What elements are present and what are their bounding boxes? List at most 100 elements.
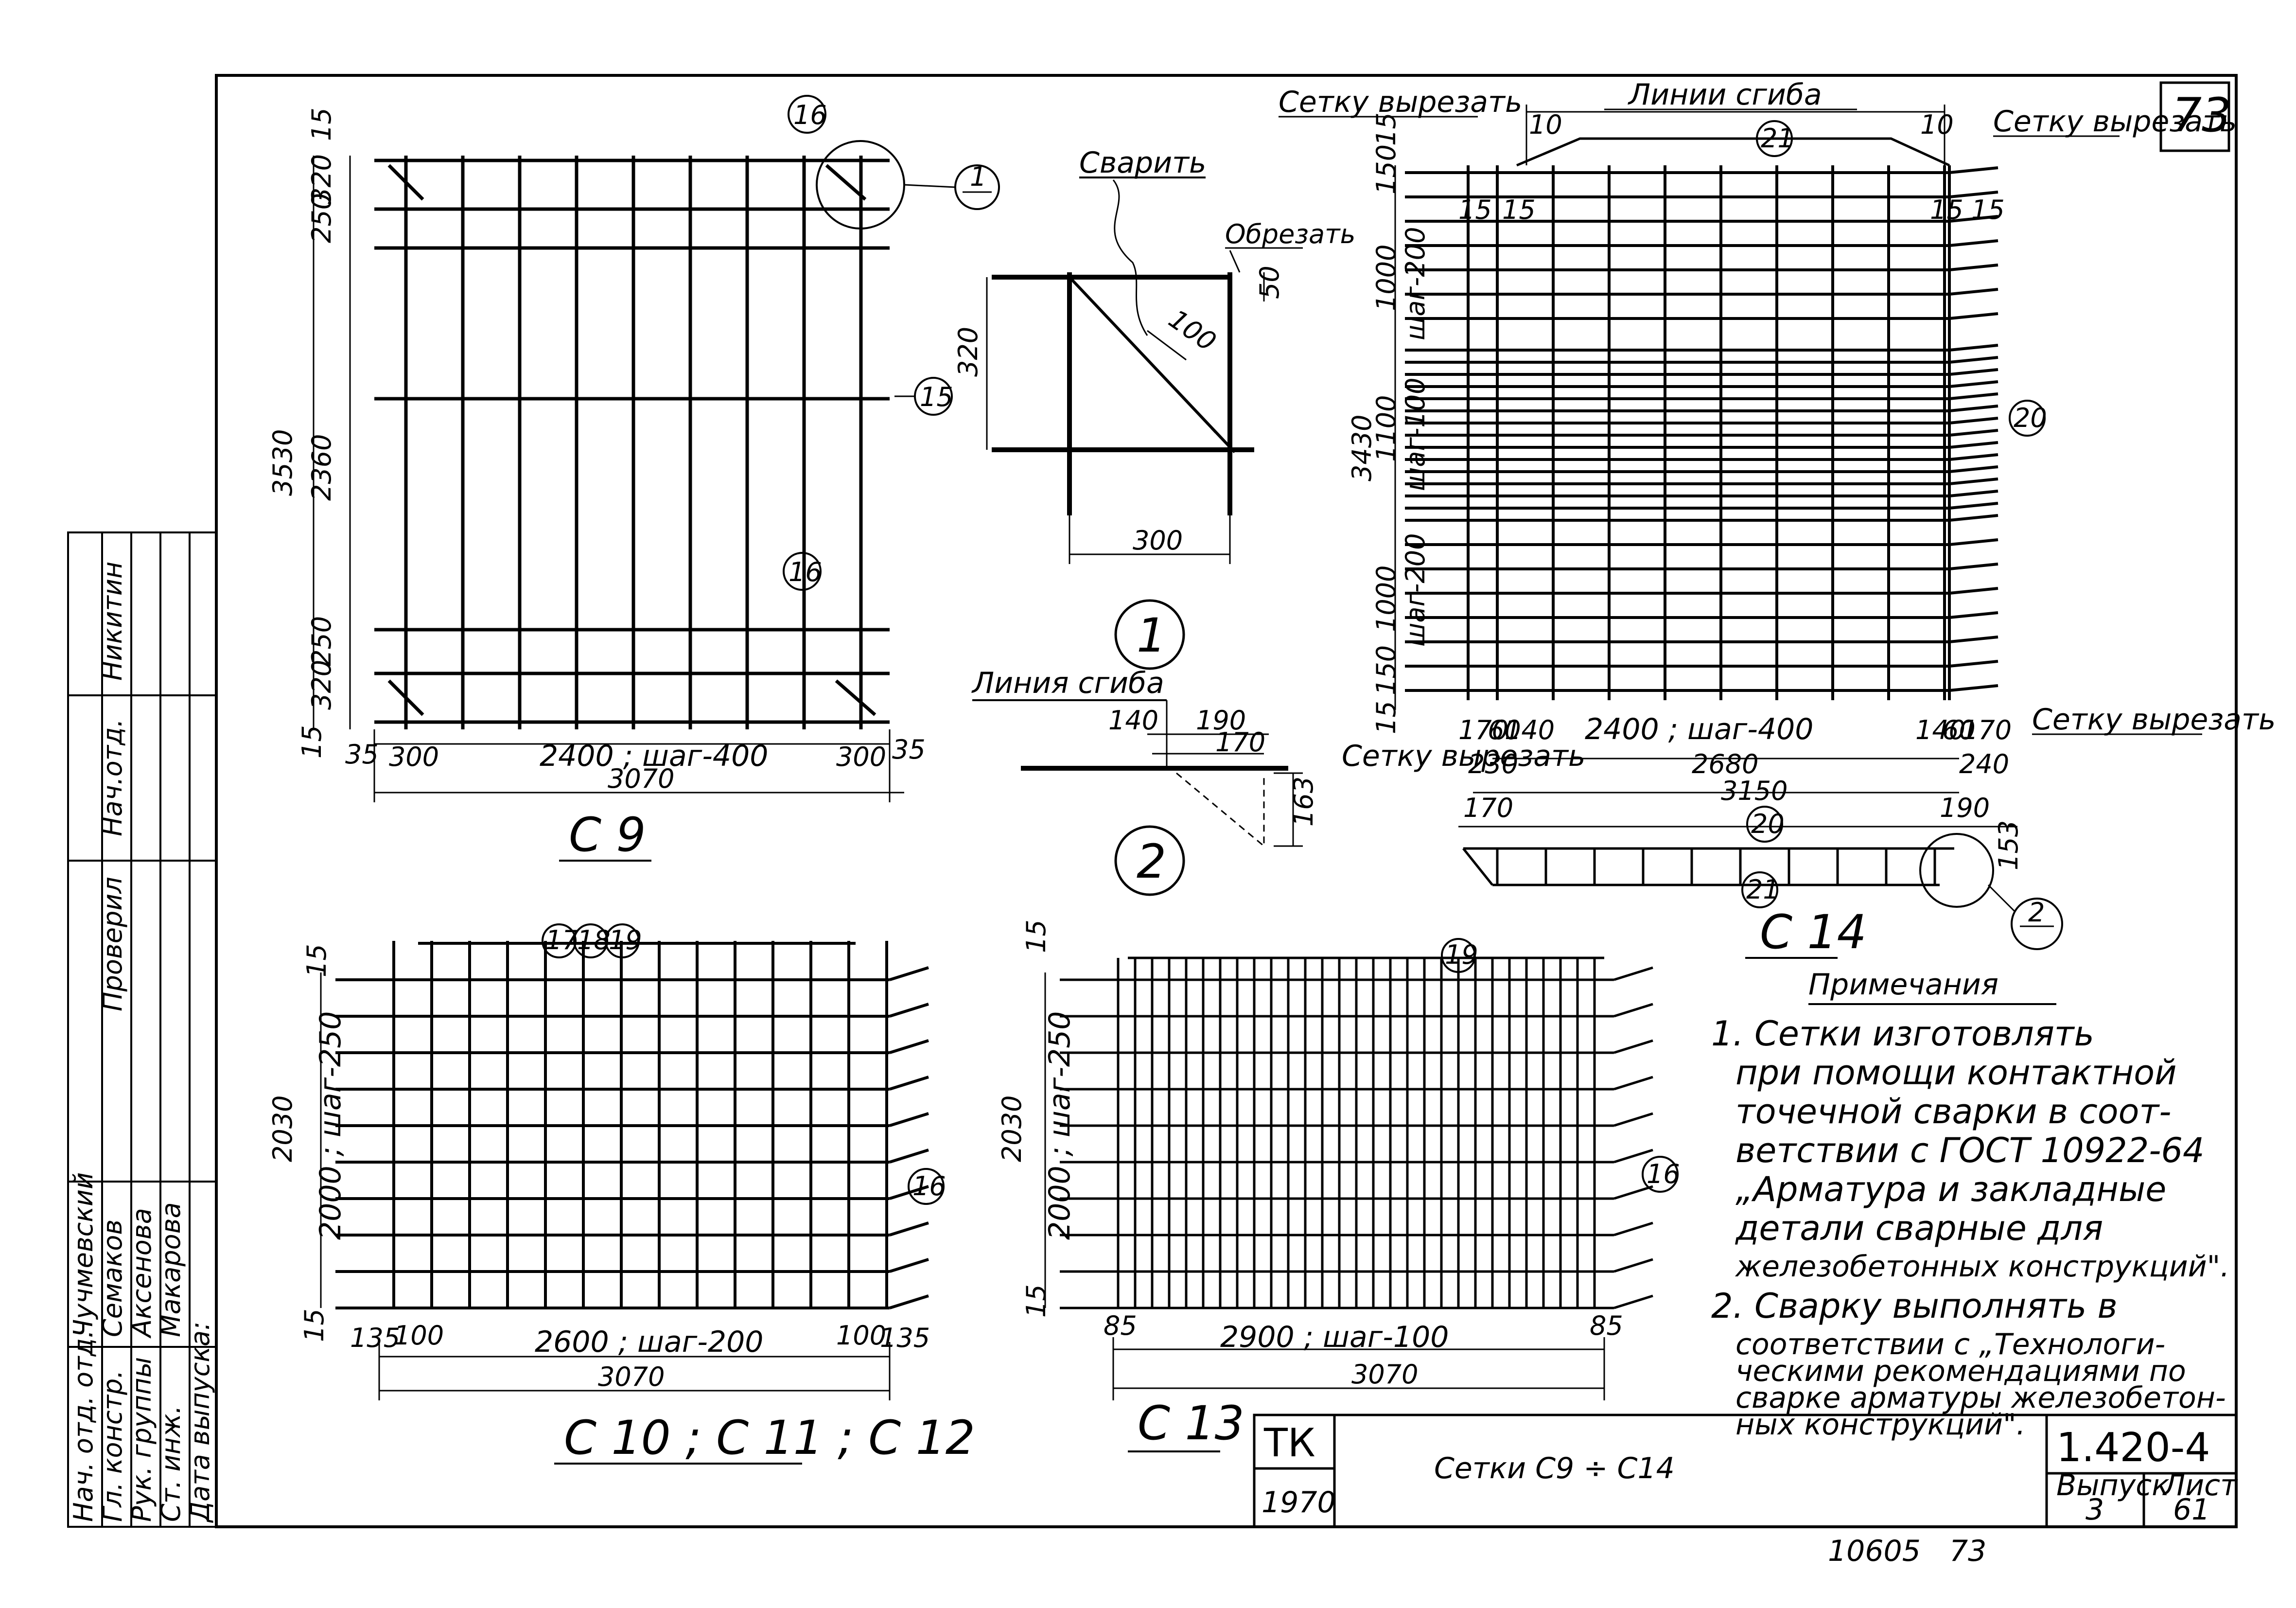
c14-bar-tail xyxy=(1949,216,1998,221)
c9-marker-16-mid-label: 16 xyxy=(789,557,822,587)
mesh-c14: Сетку вырезать Линии сгиба Сетку вырезат… xyxy=(1279,78,2276,959)
c14-dim-190: 190 xyxy=(1940,793,1990,823)
c14-cut-top-left: Сетку вырезать xyxy=(1279,85,1522,119)
stamp-name-3: Аксенова xyxy=(126,1208,157,1339)
c14-bar-tail xyxy=(1949,406,1998,411)
c14-dim-170b: 170 xyxy=(1463,793,1513,823)
c14-bar-tail xyxy=(1949,192,1998,197)
notes: Примечания 1. Сетки изготовлять при помо… xyxy=(1711,968,2229,1442)
c13-left-15-top: 15 xyxy=(1021,919,1052,953)
detail-1-number: 1 xyxy=(1137,608,1166,663)
title-issue-label: Выпуск xyxy=(2056,1468,2170,1502)
c9-bot-dim-15: 15 xyxy=(297,725,327,759)
c14-dim-3150: 3150 xyxy=(1721,776,1788,806)
c10-bar-tail xyxy=(890,1113,929,1126)
c10-marker-19 xyxy=(606,924,639,957)
c9-bottom-dim-300a: 300 xyxy=(389,742,439,772)
c13-caption: С 13 xyxy=(1138,1396,1244,1450)
detail-2-ref-number: 2 xyxy=(2028,897,2045,928)
stamp-role-2: Гл. констр. xyxy=(97,1370,128,1522)
stamp-name-2: Семаков xyxy=(97,1219,128,1337)
c14-marker-20-right-label: 20 xyxy=(2014,403,2047,433)
title-org: ТК xyxy=(1263,1420,1315,1466)
c14-bottom-step: 2400 ; шаг-400 xyxy=(1585,712,1813,746)
note-line-10: ческими рекомендациями по xyxy=(1735,1354,2186,1388)
c14-bar-tail xyxy=(1949,479,1998,484)
c9-marker-16-mid xyxy=(784,553,821,590)
c14-bar-tail xyxy=(1949,357,1998,362)
c13-bar-tail xyxy=(1614,1223,1653,1235)
c14-caption: С 14 xyxy=(1760,905,1867,959)
c13-marker-16-label: 16 xyxy=(1647,1159,1680,1189)
c14-left-step-200-bot: шаг-200 xyxy=(1400,533,1431,647)
c13-bar-tail xyxy=(1614,1113,1653,1126)
c13-bottom-85a: 85 xyxy=(1104,1310,1137,1341)
c14-top-small-15a: 15 xyxy=(1458,194,1492,225)
c10-bar-tail xyxy=(890,1150,929,1162)
detail-2-ref-marker xyxy=(2012,899,2062,949)
c13-bar-tail xyxy=(1614,1004,1653,1016)
c9-bot-dim-320: 320 xyxy=(306,660,337,710)
detail-2-dim-163: 163 xyxy=(1288,777,1319,827)
c9-width-total: 3070 xyxy=(608,763,674,794)
c14-bottom-140b: 140 xyxy=(1915,715,1965,745)
note-line-7: железобетонных конструкций". xyxy=(1735,1250,2229,1284)
note-line-3: точечной сварки в соот- xyxy=(1735,1092,2172,1131)
c14-bottom-170b: 170 xyxy=(1962,715,2012,745)
c10-bottom-135a: 135 xyxy=(350,1323,400,1353)
c14-left-1000-top: 1000 xyxy=(1371,245,1402,311)
c10-bar-tail xyxy=(890,1296,929,1308)
c14-marker-21-bottom xyxy=(1742,872,1777,907)
c14-bottom-170a: 170 xyxy=(1458,715,1508,745)
c13-bar-tail xyxy=(1614,1150,1653,1162)
c14-bar-tail xyxy=(1949,515,1998,520)
c14-marker-21-top-label: 21 xyxy=(1761,123,1794,154)
detail-1-dim-50: 50 xyxy=(1254,265,1285,299)
c13-bottom-85b: 85 xyxy=(1590,1310,1623,1341)
c10-bar-tail xyxy=(890,1259,929,1272)
c14-bar-tail xyxy=(1949,382,1998,387)
c13-bar-tail xyxy=(1614,1041,1653,1053)
c14-bar-tail xyxy=(1949,467,1998,472)
c10-left-step: 2000 ; шаг-250 xyxy=(314,1011,348,1240)
page-number: 73 xyxy=(2172,88,2231,142)
c10-marker-16-label: 16 xyxy=(912,1171,946,1202)
note-line-9: соответствии с „Технологи- xyxy=(1735,1327,2165,1361)
c9-bottom-dim-step: 2400 ; шаг-400 xyxy=(540,739,768,773)
c14-bar-tail xyxy=(1949,345,1998,350)
detail-1: Сварить Обрезать 320 50 100 300 1 xyxy=(953,146,1355,669)
c10-bottom-100a: 100 xyxy=(394,1320,444,1351)
c14-left-15-bot: 15 xyxy=(1371,701,1402,734)
c14-bar-tail xyxy=(1949,564,1998,569)
c13-marker-16 xyxy=(1643,1157,1678,1192)
c9-bot-dim-250: 250 xyxy=(306,616,337,666)
note-line-8: 2. Сварку выполнять в xyxy=(1711,1286,2118,1326)
c14-bottom-60a: 60 xyxy=(1488,715,1521,745)
c14-bar-tail xyxy=(1949,418,1998,423)
note-line-1: 1. Сетки изготовлять xyxy=(1711,1014,2094,1054)
notes-heading: Примечания xyxy=(1808,968,1998,1002)
c13-left-step: 2000 ; шаг-250 xyxy=(1043,1011,1077,1240)
c14-top-small-15b: 15 xyxy=(1502,194,1536,225)
detail-1-ref-number: 1 xyxy=(970,161,986,192)
note-line-2: при помощи контактной xyxy=(1735,1053,2177,1093)
c14-dim-240: 240 xyxy=(1959,749,2009,779)
title-sheet-number: 61 xyxy=(2173,1493,2210,1527)
detail-2: Линия сгиба 140 190 170 163 2 xyxy=(971,666,1319,895)
c14-marker-21-top xyxy=(1757,121,1792,156)
note-line-6: детали сварные для xyxy=(1735,1208,2103,1248)
c13-bar-tail xyxy=(1614,968,1653,980)
c14-bend-lines: Линии сгиба xyxy=(1628,78,1822,112)
note-line-11: сварке арматуры железобетон- xyxy=(1735,1381,2226,1415)
c14-bar-tail xyxy=(1949,686,1998,690)
c14-dim-230: 230 xyxy=(1468,749,1518,779)
c9-top-dim-320: 320 xyxy=(306,154,337,204)
c10-bottom-100b: 100 xyxy=(836,1320,886,1351)
c14-bar-tail xyxy=(1949,455,1998,459)
c10-bar-tail xyxy=(890,1041,929,1053)
c9-marker-16-top xyxy=(789,96,825,133)
c10-left-15-bot: 15 xyxy=(299,1308,330,1342)
c14-left-step-200-top: шаг-200 xyxy=(1400,227,1431,340)
c14-top-small-15d: 15 xyxy=(1971,194,2005,225)
c13-marker-19-label: 19 xyxy=(1445,939,1478,970)
